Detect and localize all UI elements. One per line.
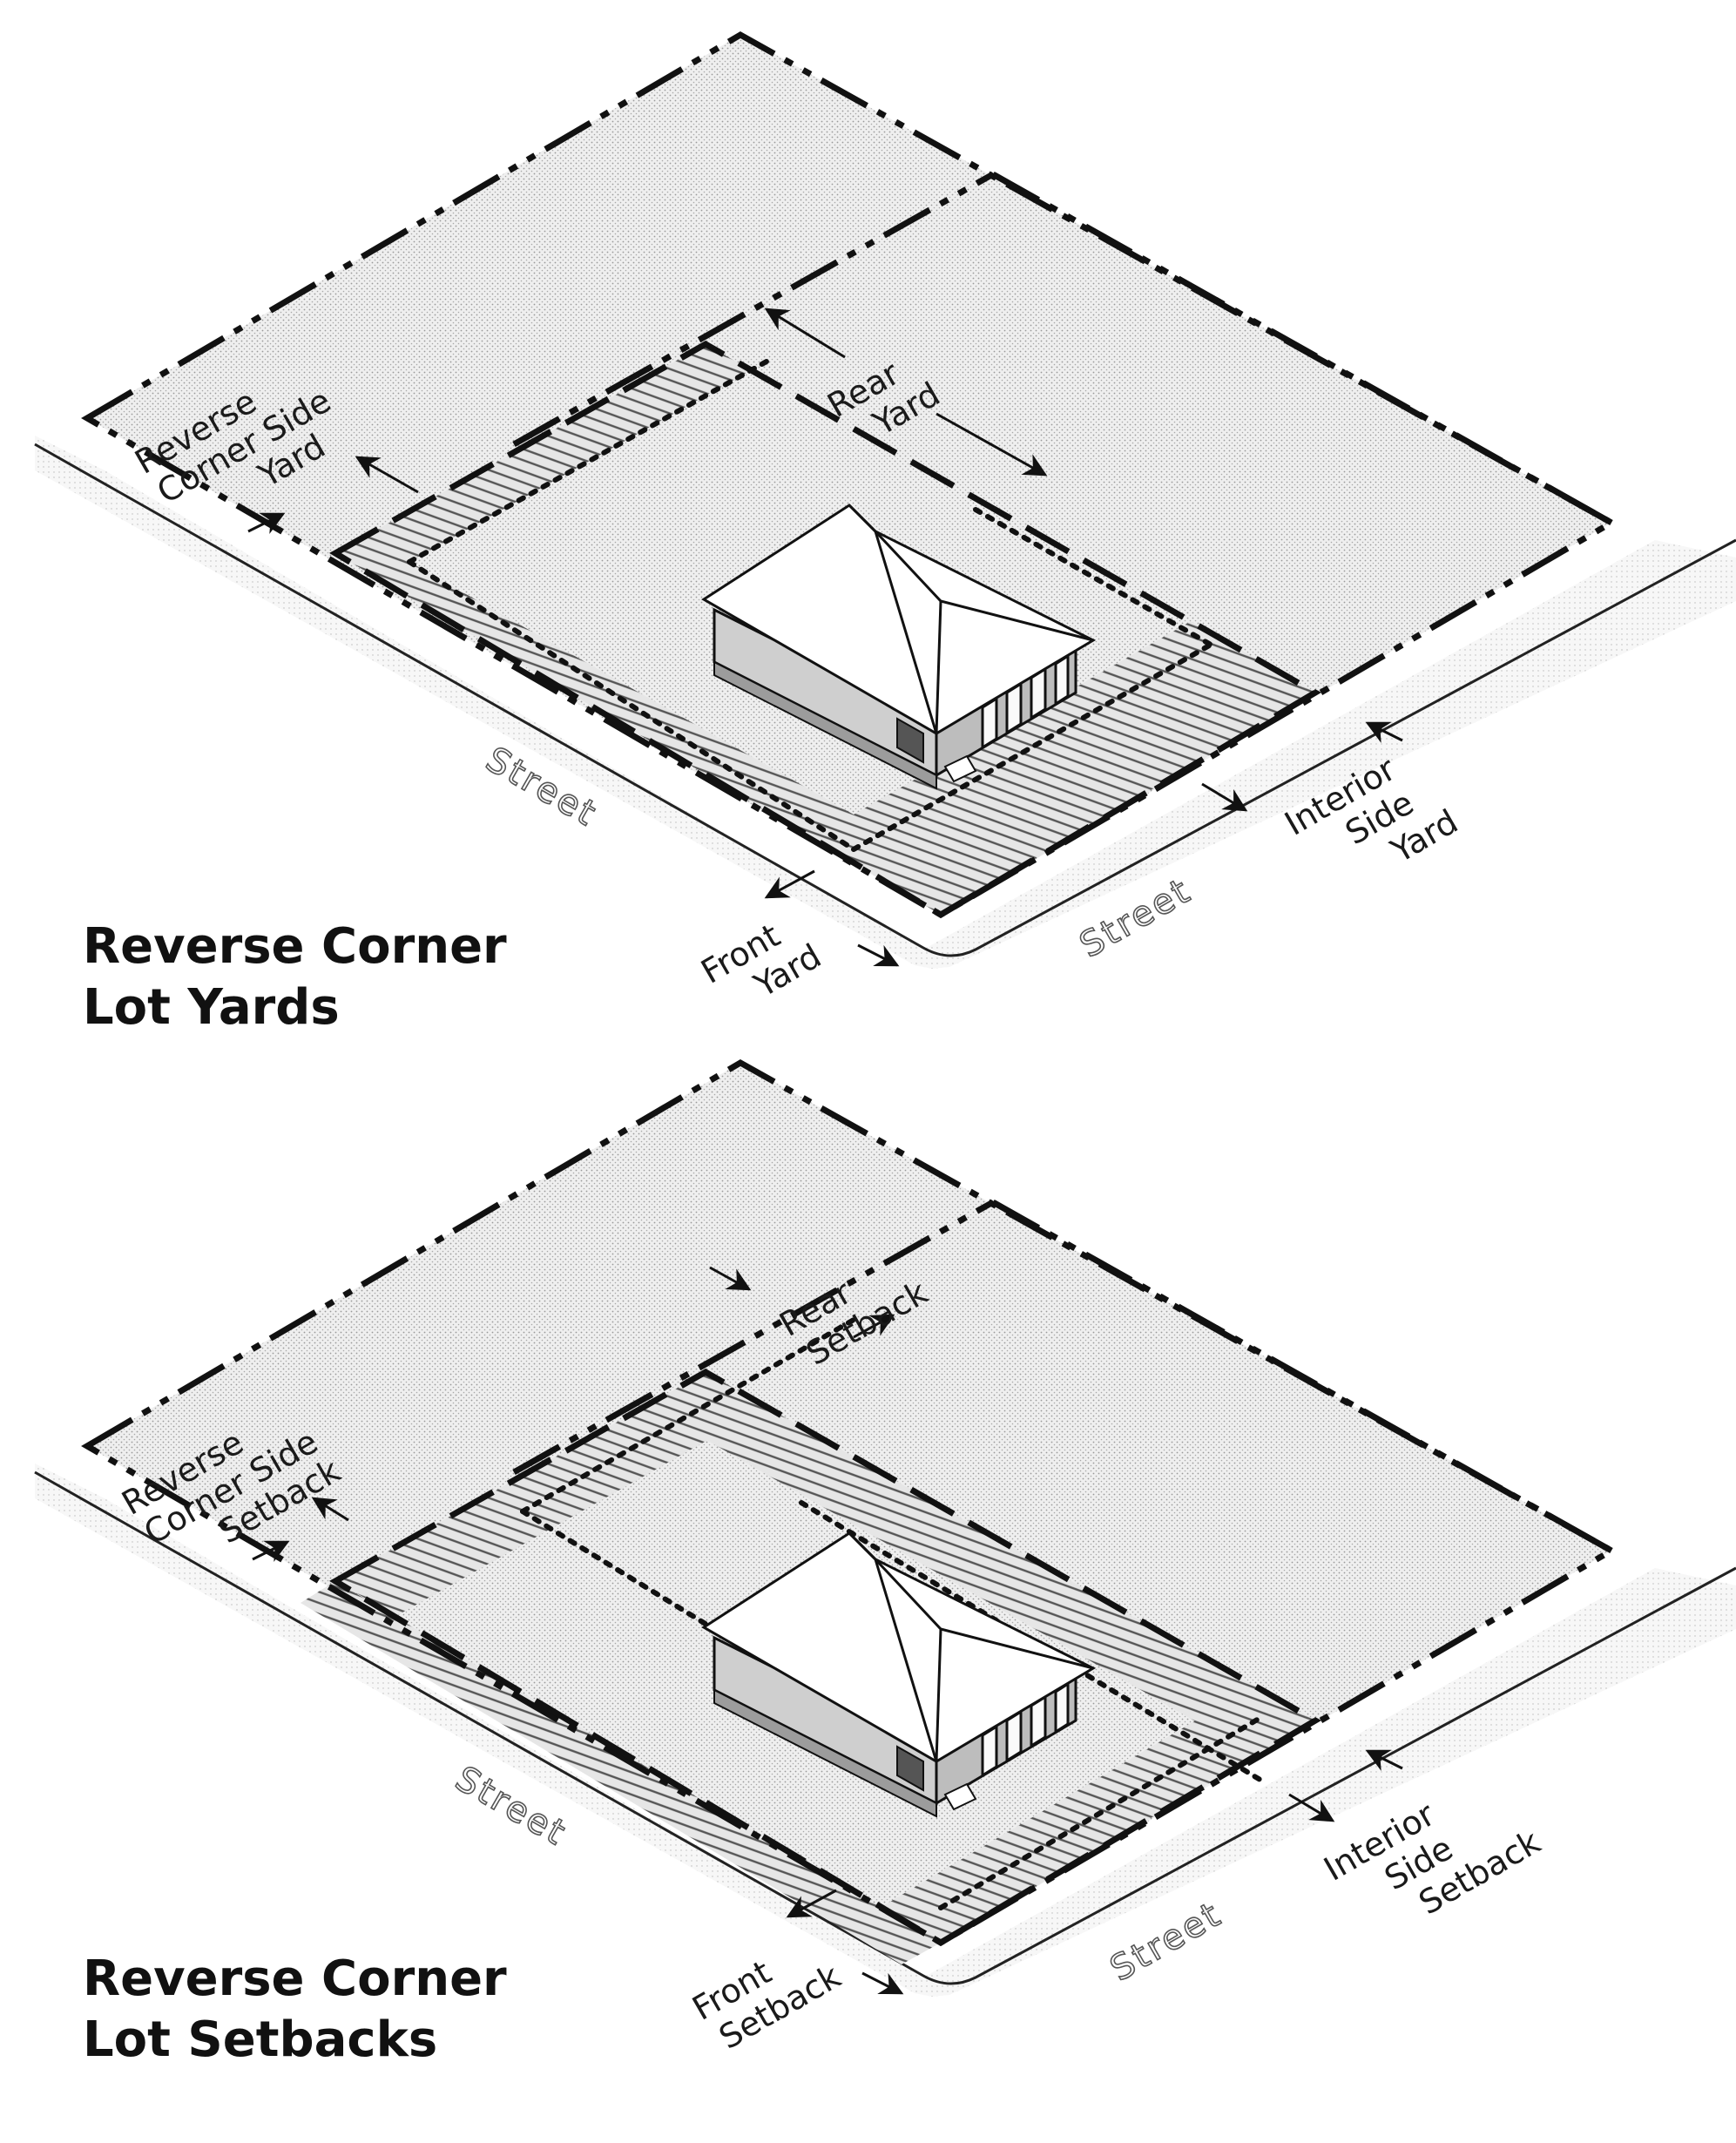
side-setback-dim-arrow — [252, 1540, 290, 1562]
side-yard-line — [407, 359, 769, 564]
rear-lot-line — [512, 171, 995, 448]
setback-boundary — [329, 1368, 1321, 1947]
lot-line — [991, 171, 1613, 526]
front-setback-hatch — [301, 1581, 941, 1964]
interior-setback-dim-arrow — [1365, 1749, 1403, 1771]
interior-setback-dim — [1288, 1793, 1335, 1822]
rear-setback-line — [520, 1317, 856, 1514]
front-setback-dim-arrow — [861, 1971, 904, 1995]
rear-setback-dim-arrow — [853, 1314, 895, 1339]
front-yard-dim — [764, 869, 815, 899]
rear-yard-line — [973, 507, 1213, 647]
rear-yard-dim-end — [936, 412, 1048, 477]
interior-yard-line — [851, 642, 1213, 852]
front-setback-line — [938, 1714, 1266, 1910]
curb-line — [34, 443, 1736, 957]
yard-boundary — [329, 340, 1321, 919]
sidewalk-area — [35, 436, 1736, 969]
side-yard-dim-arrow — [247, 512, 286, 534]
rear-setback-hatch — [649, 1372, 1315, 1755]
diagram-title-line2: Lot Yards — [83, 979, 340, 1036]
diagram-yards: Reverse Corner Side Yard Rear Yard Inter… — [34, 30, 1736, 1036]
rear-lot-line — [512, 1199, 995, 1476]
diagram-title-line1: Reverse Corner — [83, 1950, 507, 2007]
side-setback-dim — [311, 1497, 349, 1522]
front-setback-dim — [786, 1889, 837, 1918]
diagram-title-line2: Lot Setbacks — [83, 2011, 437, 2068]
interior-yard-dim-arrow — [1365, 721, 1403, 743]
diagram-setbacks: Reverse Corner Side Setback Rear Setback… — [34, 1058, 1736, 2068]
front-yard-line — [407, 559, 856, 852]
diagram-title-line1: Reverse Corner — [83, 918, 507, 975]
lot-line — [991, 1199, 1613, 1554]
rear-yard-dim — [764, 308, 846, 359]
sidewalk-area — [35, 1464, 1736, 1997]
rear-setback-dim — [709, 1266, 752, 1291]
interior-yard-dim — [1201, 782, 1248, 812]
label-front-yard: Front Yard — [695, 916, 828, 1005]
label-front-setback: Front Setback — [686, 1953, 848, 2057]
side-yard-dim — [355, 456, 419, 494]
front-yard-dim-arrow — [857, 943, 900, 967]
curb-line — [34, 1470, 1736, 1985]
